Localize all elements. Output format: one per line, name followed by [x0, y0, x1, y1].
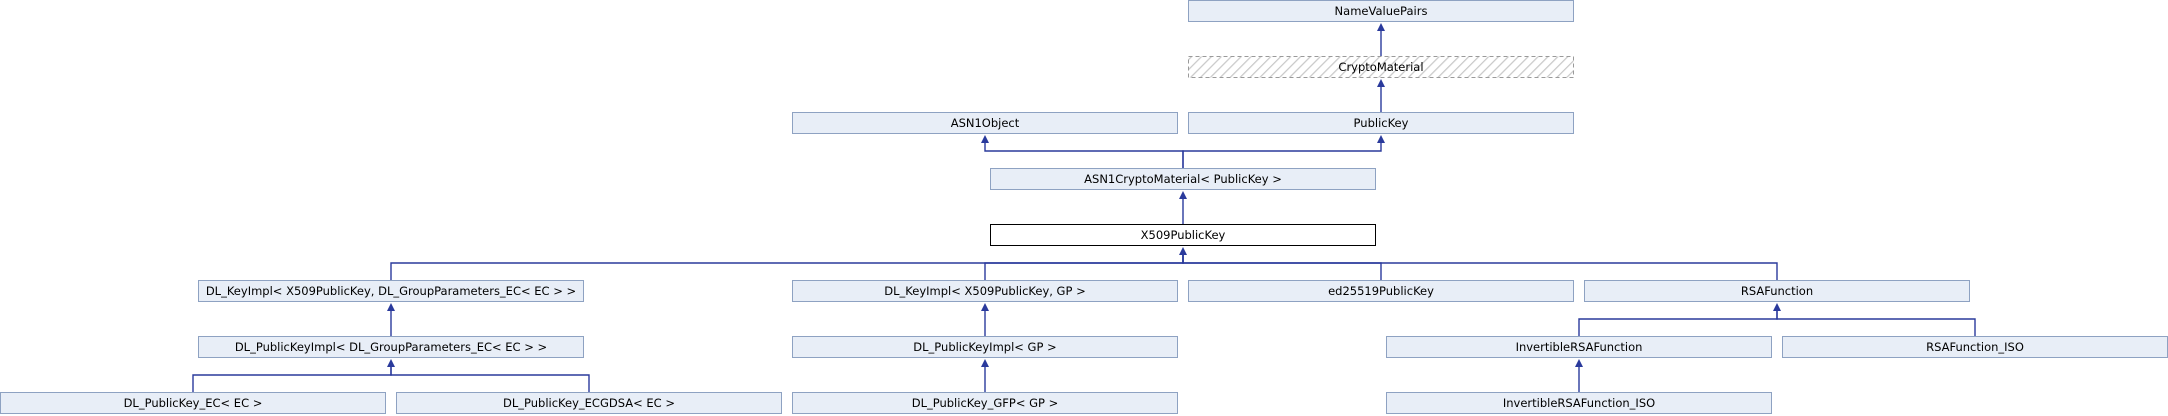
class-node-label-invertiblersafunction: InvertibleRSAFunction: [1516, 340, 1643, 354]
class-node-label-rsafunction-iso: RSAFunction_ISO: [1926, 340, 2024, 354]
edge-dl-publickey-ecgdsa-to-dl-publickeyimpl-ec: [390, 366, 590, 392]
arrowhead-dl-keyimpl-ec: [387, 303, 395, 311]
class-node-ed25519publickey[interactable]: ed25519PublicKey: [1188, 280, 1574, 302]
inheritance-arrowheads: [387, 23, 1781, 367]
class-node-box-x509publickey: [990, 224, 1376, 246]
class-node-label-ed25519publickey: ed25519PublicKey: [1328, 284, 1434, 298]
class-node-box-ed25519publickey: [1188, 280, 1574, 302]
class-node-box-namevaluepairs: [1188, 0, 1574, 22]
class-node-publickey[interactable]: PublicKey: [1188, 112, 1574, 134]
class-node-invertiblersafunction-iso[interactable]: InvertibleRSAFunction_ISO: [1386, 392, 1772, 414]
class-node-label-dl-publickey-ecgdsa: DL_PublicKey_ECGDSA< EC >: [503, 396, 675, 410]
class-node-dl-publickey-ec[interactable]: DL_PublicKey_EC< EC >: [0, 392, 386, 414]
class-node-dl-publickeyimpl-gp[interactable]: DL_PublicKeyImpl< GP >: [792, 336, 1178, 358]
class-node-dl-publickeyimpl-ec[interactable]: DL_PublicKeyImpl< DL_GroupParameters_EC<…: [198, 336, 584, 358]
edge-asn1cryptomaterial-to-asn1object: [984, 142, 1184, 168]
class-node-label-dl-publickeyimpl-ec: DL_PublicKeyImpl< DL_GroupParameters_EC<…: [235, 340, 547, 354]
class-node-label-rsafunction: RSAFunction: [1741, 284, 1813, 298]
arrowhead-asn1object: [981, 135, 989, 143]
class-node-label-publickey: PublicKey: [1354, 116, 1409, 130]
arrowhead-asn1cryptomaterial: [1179, 191, 1187, 199]
edge-invertiblersafunction-to-rsafunction: [1578, 310, 1778, 336]
class-node-label-asn1object: ASN1Object: [951, 116, 1020, 130]
arrowhead-publickey: [1377, 135, 1385, 143]
class-node-label-invertiblersafunction-iso: InvertibleRSAFunction_ISO: [1503, 396, 1655, 410]
arrowhead-invertiblersafunction: [1575, 359, 1583, 367]
class-node-invertiblersafunction[interactable]: InvertibleRSAFunction: [1386, 336, 1772, 358]
class-node-asn1cryptomaterial[interactable]: ASN1CryptoMaterial< PublicKey >: [990, 168, 1376, 190]
arrowhead-dl-publickeyimpl-gp: [981, 359, 989, 367]
class-node-box-asn1cryptomaterial: [990, 168, 1376, 190]
inheritance-edges: [192, 30, 1976, 392]
class-node-label-dl-publickey-ec: DL_PublicKey_EC< EC >: [124, 396, 263, 410]
class-node-box-rsafunction: [1584, 280, 1970, 302]
class-node-x509publickey[interactable]: X509PublicKey: [990, 224, 1376, 246]
edge-dl-keyimpl-ec-to-x509publickey: [390, 254, 1184, 280]
class-node-label-dl-publickey-gfp: DL_PublicKey_GFP< GP >: [912, 396, 1059, 410]
class-node-box-dl-publickeyimpl-gp: [792, 336, 1178, 358]
class-node-box-dl-publickey-ec: [0, 392, 386, 414]
arrowhead-x509publickey: [1179, 247, 1187, 255]
edge-dl-publickey-ec-to-dl-publickeyimpl-ec: [192, 366, 392, 392]
class-node-cryptomaterial[interactable]: CryptoMaterial: [1188, 56, 1574, 78]
class-node-asn1object[interactable]: ASN1Object: [792, 112, 1178, 134]
class-node-label-namevaluepairs: NameValuePairs: [1335, 4, 1428, 18]
arrowhead-rsafunction: [1773, 303, 1781, 311]
class-node-box-invertiblersafunction-iso: [1386, 392, 1772, 414]
arrowhead-cryptomaterial: [1377, 79, 1385, 87]
edge-ed25519publickey-to-x509publickey: [1182, 254, 1382, 280]
class-node-box-asn1object: [792, 112, 1178, 134]
class-node-label-dl-keyimpl-ec: DL_KeyImpl< X509PublicKey, DL_GroupParam…: [206, 284, 576, 298]
class-node-box-publickey: [1188, 112, 1574, 134]
arrowhead-dl-keyimpl-gp: [981, 303, 989, 311]
class-node-box-dl-publickey-gfp: [792, 392, 1178, 414]
arrowhead-dl-publickeyimpl-ec: [387, 359, 395, 367]
edge-rsafunction-to-x509publickey: [1182, 254, 1778, 280]
class-node-label-dl-keyimpl-gp: DL_KeyImpl< X509PublicKey, GP >: [884, 284, 1085, 298]
class-node-box-dl-publickeyimpl-ec: [198, 336, 584, 358]
edge-dl-keyimpl-gp-to-x509publickey: [984, 254, 1184, 280]
edge-rsafunction-iso-to-rsafunction: [1776, 310, 1976, 336]
class-node-dl-publickey-ecgdsa[interactable]: DL_PublicKey_ECGDSA< EC >: [396, 392, 782, 414]
class-node-dl-keyimpl-gp[interactable]: DL_KeyImpl< X509PublicKey, GP >: [792, 280, 1178, 302]
class-node-dl-publickey-gfp[interactable]: DL_PublicKey_GFP< GP >: [792, 392, 1178, 414]
class-node-rsafunction[interactable]: RSAFunction: [1584, 280, 1970, 302]
class-node-label-x509publickey: X509PublicKey: [1141, 228, 1226, 242]
class-node-box-dl-publickey-ecgdsa: [396, 392, 782, 414]
class-node-box-invertiblersafunction: [1386, 336, 1772, 358]
class-node-label-cryptomaterial: CryptoMaterial: [1338, 60, 1423, 74]
arrowhead-namevaluepairs: [1377, 23, 1385, 31]
class-node-dl-keyimpl-ec[interactable]: DL_KeyImpl< X509PublicKey, DL_GroupParam…: [198, 280, 584, 302]
class-node-box-dl-keyimpl-gp: [792, 280, 1178, 302]
class-node-label-dl-publickeyimpl-gp: DL_PublicKeyImpl< GP >: [913, 340, 1056, 354]
class-node-label-asn1cryptomaterial: ASN1CryptoMaterial< PublicKey >: [1084, 172, 1282, 186]
class-node-namevaluepairs[interactable]: NameValuePairs: [1188, 0, 1574, 22]
class-node-box-dl-keyimpl-ec: [198, 280, 584, 302]
class-node-rsafunction-iso[interactable]: RSAFunction_ISO: [1782, 336, 2168, 358]
class-node-box-cryptomaterial: [1188, 56, 1574, 78]
edge-asn1cryptomaterial-to-publickey: [1182, 142, 1382, 168]
